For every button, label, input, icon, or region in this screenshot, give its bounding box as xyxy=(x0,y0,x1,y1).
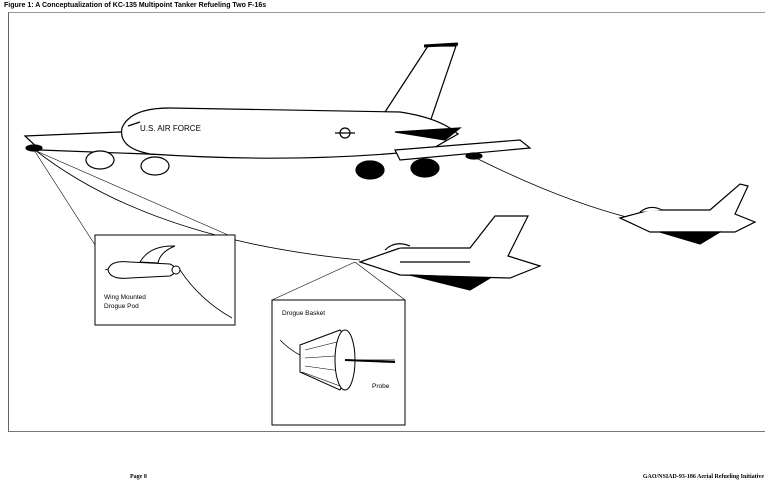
f16-near xyxy=(358,215,542,291)
figure-frame xyxy=(8,12,765,432)
probe-label: Probe xyxy=(372,383,390,390)
inset-drogue-pod: Wing Mounted Drogue Pod xyxy=(94,234,236,326)
pod-callout-lines xyxy=(33,149,236,246)
pod-label-line2: Drogue Pod xyxy=(104,303,139,310)
f16-far xyxy=(618,183,757,245)
page-number: Page 8 xyxy=(130,474,147,480)
report-id: GAO/NSIAD-93-186 Aerial Refueling Initia… xyxy=(642,474,764,480)
basket-callout-lines xyxy=(271,261,406,301)
right-refueling-hose xyxy=(475,157,631,219)
left-refueling-hose xyxy=(34,149,361,261)
pod-label-line1: Wing Mounted xyxy=(104,294,146,301)
figure-title: Figure 1: A Conceptualization of KC-135 … xyxy=(4,2,267,9)
kc135-tanker xyxy=(23,42,532,180)
tanker-marking: U.S. AIR FORCE xyxy=(140,124,201,133)
inset-drogue-basket: Drogue Basket Probe xyxy=(271,299,406,426)
basket-label: Drogue Basket xyxy=(282,310,325,317)
